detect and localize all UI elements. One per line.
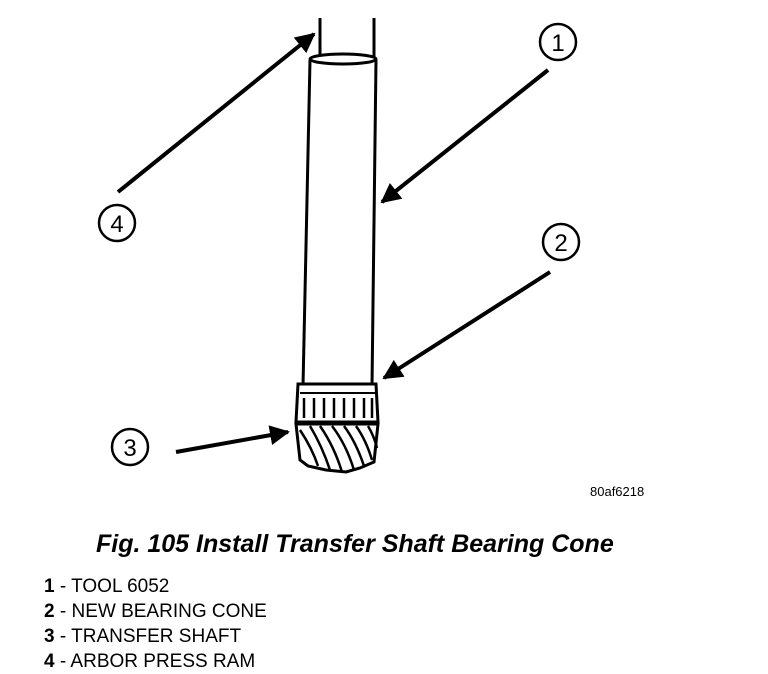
bearing-cone	[294, 382, 380, 424]
callout-2-label: 2	[554, 230, 567, 257]
callout-3: 3	[110, 427, 150, 467]
callout-4-label: 4	[110, 211, 123, 238]
leader-arrow-2	[382, 270, 552, 380]
figure-caption: Fig. 105 Install Transfer Shaft Bearing …	[96, 530, 614, 558]
callout-1: 1	[538, 22, 578, 62]
legend-item-number: 1	[44, 576, 55, 597]
legend-item-text: TOOL 6052	[71, 576, 170, 597]
figure-code: 80af6218	[590, 484, 645, 499]
legend-item-separator: -	[54, 576, 72, 597]
legend-item-number: 3	[44, 626, 55, 647]
legend-item-number: 2	[44, 601, 55, 622]
transfer-shaft-gear	[294, 422, 380, 474]
legend-item-number: 4	[44, 651, 55, 672]
callout-1-label: 1	[551, 30, 564, 57]
leader-arrows	[116, 32, 552, 454]
legend-item-separator: -	[54, 601, 72, 622]
legend-item: 1 - TOOL 6052	[44, 574, 267, 599]
legend-item-text: NEW BEARING CONE	[71, 601, 267, 622]
legend-item: 4 - ARBOR PRESS RAM	[44, 649, 267, 674]
callout-4: 4	[97, 203, 137, 243]
legend-item-separator: -	[54, 626, 72, 647]
leader-arrow-3	[175, 425, 290, 454]
leader-arrow-4	[116, 32, 316, 194]
arbor-press-ram	[318, 18, 376, 58]
legend-item: 2 - NEW BEARING CONE	[44, 599, 267, 624]
tool-6052	[301, 52, 378, 387]
callout-2: 2	[541, 222, 581, 262]
legend-item-text: TRANSFER SHAFT	[71, 626, 242, 647]
leader-arrow-1	[380, 68, 550, 204]
callout-3-label: 3	[123, 435, 136, 462]
legend-item: 3 - TRANSFER SHAFT	[44, 624, 267, 649]
legend-list: 1 - TOOL 6052 2 - NEW BEARING CONE 3 - T…	[44, 574, 267, 674]
legend-item-separator: -	[54, 651, 71, 672]
legend-item-text: ARBOR PRESS RAM	[70, 651, 256, 672]
